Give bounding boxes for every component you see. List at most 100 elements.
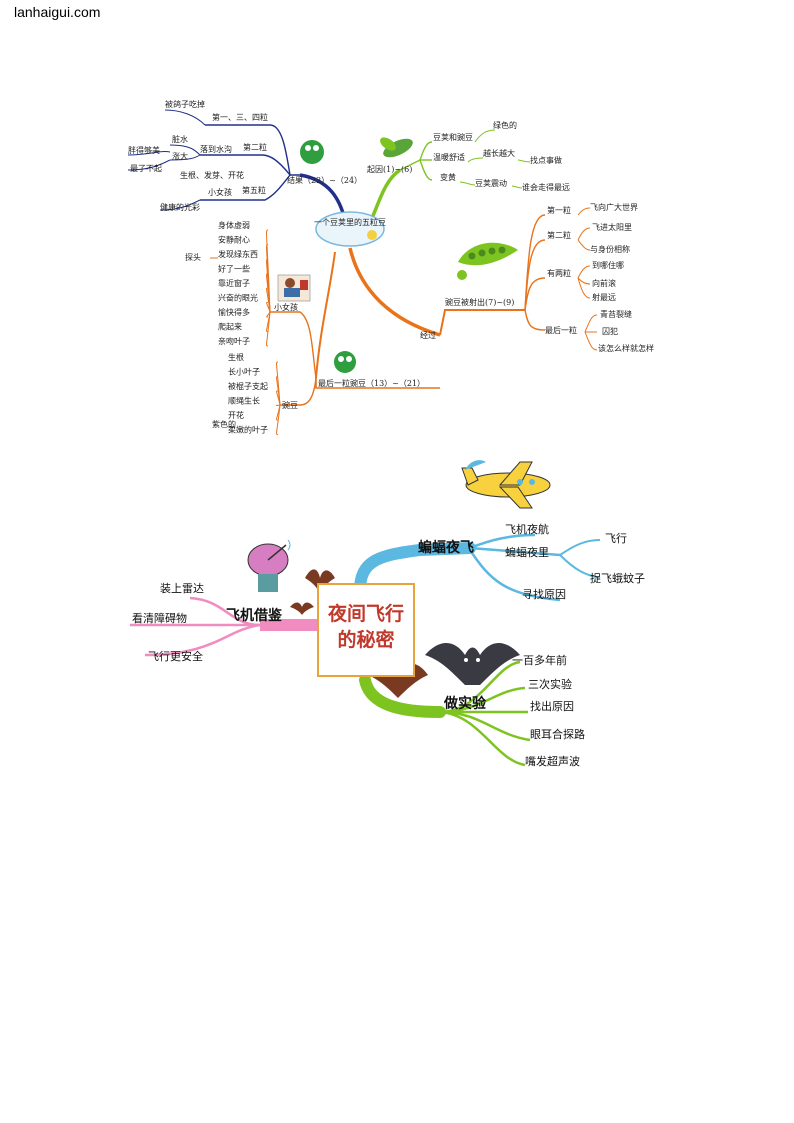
- pea-leaf-connector: [276, 404, 281, 406]
- exp-leaf-3: 眼耳合探路: [530, 727, 585, 741]
- green-pea-icon: [300, 140, 324, 164]
- branch-zuihou-label: 最后一粒豌豆（13）~（21）: [318, 378, 425, 388]
- plane-leaf-2: 飞行更安全: [148, 649, 203, 663]
- bat-sub-2: 寻找原因: [522, 587, 566, 601]
- qiyin-item-1-leaf: 越长越大: [483, 148, 515, 158]
- exp-leaf-0: 一百多年前: [512, 653, 567, 667]
- girl-leaf-8: 亲吻叶子: [218, 336, 250, 346]
- map2-center-line-2: 的秘密: [337, 628, 394, 651]
- pea-leaf-3: 顺绳生长: [228, 396, 260, 406]
- jingguo-g2-leaf-2: 射最远: [592, 292, 616, 302]
- jieguo-g3-sub1: 生根、发芽、开花: [180, 170, 244, 180]
- jieguo-g3-label: 第五粒: [242, 185, 266, 195]
- jingguo-g0-leaf-0: 飞向广大世界: [590, 202, 638, 212]
- girl-leaf-connector: [266, 302, 271, 313]
- jingguo-sub: 豌豆被射出(7)~(9): [445, 297, 514, 307]
- sun-icon: [367, 230, 377, 240]
- map2-center-line-1: 夜间飞行: [327, 602, 404, 625]
- girl-reading-icon: [277, 274, 311, 302]
- bat-icon: [368, 656, 428, 698]
- pea-pod-icon: [380, 137, 413, 158]
- jingguo-g1-label: 第二粒: [547, 230, 571, 240]
- bat-leaf-0: 飞行: [605, 532, 627, 545]
- green-pea-icon: [334, 351, 356, 373]
- girl-leaf-4: 靠近窗子: [218, 278, 250, 288]
- exp-branch-label: 做实验: [443, 695, 487, 712]
- exp-leaf-2: 找出原因: [530, 699, 574, 713]
- bat-icon: [425, 642, 520, 685]
- bat-leaf-1: 捉飞蛾蚊子: [590, 571, 645, 585]
- girl-leaf-connector: [266, 311, 271, 318]
- jieguo-g1-label: 第一、三、四粒: [212, 112, 268, 122]
- zuihou-girl-extra: 探头: [185, 252, 201, 262]
- jingguo-g2-leaf-1: 向前滚: [592, 278, 616, 288]
- airplane-icon: [461, 460, 551, 509]
- jieguo-g1-leaf: 被鸽子吃掉: [165, 99, 205, 109]
- jieguo-g2-subleaf-0: 胖得够美: [128, 145, 160, 155]
- map1-center-title: 一个豆荚里的五粒豆: [314, 217, 386, 227]
- radar-dish-icon: [247, 539, 291, 592]
- jingguo-g3-leaf-2: 该怎么样就怎样: [598, 343, 654, 353]
- pea-leaf-4: 开花: [228, 410, 244, 420]
- qiyin-item-0-leaf: 绿色的: [493, 120, 517, 130]
- zuihou-girl-label: 小女孩: [274, 302, 298, 312]
- plane-leaf-1: 看清障碍物: [132, 611, 187, 625]
- girl-leaf-5: 兴奋的眼光: [218, 293, 258, 303]
- pea-leaf-connector: [276, 390, 281, 406]
- girl-leaf-7: 爬起来: [218, 322, 242, 332]
- qiyin-item-2-subleaf: 谁会走得最远: [522, 182, 570, 192]
- qiyin-item-1-label: 温暖舒适: [433, 152, 465, 162]
- qiyin-item-2-label: 变黄: [440, 172, 456, 182]
- jingguo-g2-label: 有两粒: [547, 268, 571, 278]
- pea-leaf-0: 生根: [228, 352, 244, 362]
- pea-leaf-connector: [276, 404, 281, 435]
- qiyin-item-0-label: 豆荚和豌豆: [433, 132, 473, 142]
- jingguo-g3-label: 最后一粒: [545, 325, 577, 335]
- pea-leaf-2: 被棍子支起: [228, 381, 268, 391]
- girl-leaf-0: 身体虚弱: [218, 220, 250, 230]
- jingguo-g3-leaf-0: 青苔裂缝: [600, 309, 632, 319]
- girl-leaf-connector: [266, 311, 271, 347]
- map2-center-box: [317, 583, 415, 677]
- plane-leaf-0: 装上雷达: [160, 582, 204, 595]
- jieguo-g2-leaf-0: 脏水: [172, 134, 188, 144]
- pea-pod-icon: [457, 242, 518, 280]
- exp-leaf-4: 嘴发超声波: [525, 754, 580, 768]
- pea-leaf-5: 柔嫩的叶子: [228, 425, 268, 435]
- girl-leaf-2: 发现绿东西: [218, 249, 258, 259]
- bat-sub-1: 蝙蝠夜里: [505, 545, 549, 559]
- jieguo-g2-label: 第二粒: [243, 142, 267, 152]
- jingguo-g0-label: 第一粒: [547, 205, 571, 215]
- qiyin-item-1-subleaf: 找点事做: [530, 155, 562, 165]
- zuihou-pea-label: 豌豆: [282, 400, 298, 410]
- jingguo-g3-leaf-1: 囚犯: [602, 326, 618, 336]
- map1-center-bubble: [315, 211, 385, 247]
- jieguo-g2-subleaf-1: 最了不起: [130, 164, 162, 173]
- jingguo-g1-leaf-1: 与身份相称: [590, 244, 630, 254]
- bat-sub-0: 飞机夜航: [505, 522, 549, 536]
- pea-leaf-connector: [276, 376, 281, 406]
- branch-qiyin-label: 起因(1)~(6): [367, 165, 412, 174]
- jieguo-g2-leaf-1: 涨大: [172, 151, 188, 161]
- jingguo-g2-leaf-0: 到哪住哪: [592, 260, 624, 270]
- pea-leaf-1: 长小叶子: [228, 367, 260, 377]
- branch-jingguo-label: 经过: [420, 330, 436, 340]
- plane-branch-label: 飞机借鉴: [226, 607, 283, 624]
- girl-leaf-1: 安静耐心: [218, 235, 250, 245]
- girl-leaf-connector: [266, 287, 271, 313]
- girl-leaf-3: 好了一些: [218, 264, 250, 274]
- girl-leaf-6: 愉快得多: [218, 307, 250, 317]
- qiyin-item-2-leaf: 豆荚震动: [475, 178, 507, 188]
- site-watermark: lanhaigui.com: [14, 4, 101, 20]
- jieguo-g2-sub: 落到水沟: [200, 144, 232, 154]
- branch-bat-line: [354, 542, 476, 596]
- bat-branch-label: 蝙蝠夜飞: [418, 539, 474, 556]
- bat-icon: [290, 602, 314, 615]
- exp-leaf-1: 三次实验: [528, 677, 572, 691]
- zuihou-pea-extra: 紫色的: [212, 419, 236, 429]
- mind-map-five-peas: 一个豆荚里的五粒豆 结果（22）~（24） 第一、三、四粒 被鸽子吃掉 第二粒 …: [120, 92, 680, 444]
- branch-jieguo-label: 结果（22）~（24）: [287, 175, 362, 185]
- jingguo-g1-leaf-0: 飞进太阳里: [592, 222, 632, 232]
- jieguo-g3-sub2: 小女孩: [208, 187, 232, 197]
- jieguo-g3-leaf: 健康的光彩: [160, 202, 200, 212]
